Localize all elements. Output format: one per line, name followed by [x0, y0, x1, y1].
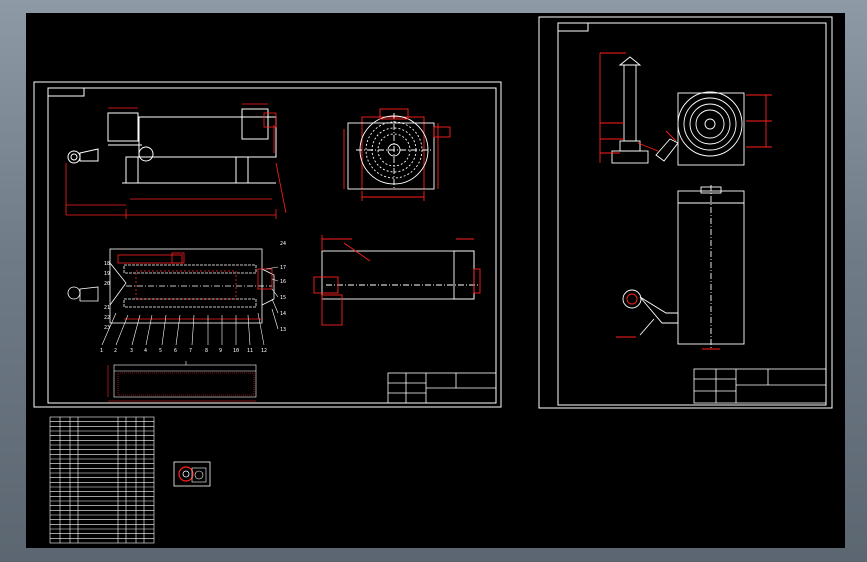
svg-text:11: 11 [247, 348, 253, 354]
svg-text:12: 12 [261, 348, 267, 354]
svg-text:16: 16 [280, 279, 286, 285]
svg-text:4: 4 [144, 348, 147, 354]
front-elevation-view [67, 108, 277, 184]
end-view [343, 108, 451, 201]
svg-text:3: 3 [130, 348, 133, 354]
svg-text:1: 1 [100, 348, 103, 354]
left-sheet [33, 81, 502, 408]
svg-text:24: 24 [280, 241, 286, 247]
svg-text:17: 17 [280, 265, 286, 271]
parts-list-table [49, 416, 155, 544]
svg-text:10: 10 [233, 348, 239, 354]
tank-plan-view [616, 185, 745, 350]
section-leader-lines [101, 266, 279, 346]
svg-text:14: 14 [280, 311, 286, 317]
cad-viewport[interactable]: 1 2 3 4 5 6 7 8 9 10 11 12 13 14 15 16 1… [26, 13, 845, 548]
left-sheet-border [33, 81, 502, 408]
left-title-block [387, 372, 497, 404]
svg-text:22: 22 [104, 315, 110, 321]
front-elevation-dimensions [65, 103, 287, 219]
svg-text:23: 23 [104, 325, 110, 331]
svg-text:8: 8 [205, 348, 208, 354]
svg-text:15: 15 [280, 295, 286, 301]
right-sheet-border [538, 16, 833, 409]
right-sheet [538, 16, 833, 409]
left-sheet-inner-frame [47, 87, 497, 404]
svg-text:7: 7 [189, 348, 192, 354]
svg-text:6: 6 [174, 348, 177, 354]
pipe-detail-view [313, 235, 481, 326]
spec-grid [107, 361, 257, 402]
svg-text:5: 5 [159, 348, 162, 354]
section-leader-numbers: 1 2 3 4 5 6 7 8 9 10 11 12 13 14 15 16 1… [100, 241, 286, 354]
svg-text:20: 20 [104, 281, 110, 287]
chimney-elevation-view [599, 52, 772, 166]
svg-text:18: 18 [104, 261, 110, 267]
svg-text:13: 13 [280, 327, 286, 333]
right-sheet-inner-frame [557, 22, 827, 406]
svg-text:2: 2 [114, 348, 117, 354]
svg-text:21: 21 [104, 305, 110, 311]
fan-icon[interactable] [173, 461, 211, 487]
right-title-block [693, 368, 827, 404]
svg-text:9: 9 [219, 348, 222, 354]
section-view [67, 248, 275, 324]
cad-drawing-canvas: 1 2 3 4 5 6 7 8 9 10 11 12 13 14 15 16 1… [33, 16, 833, 544]
svg-text:19: 19 [104, 271, 110, 277]
